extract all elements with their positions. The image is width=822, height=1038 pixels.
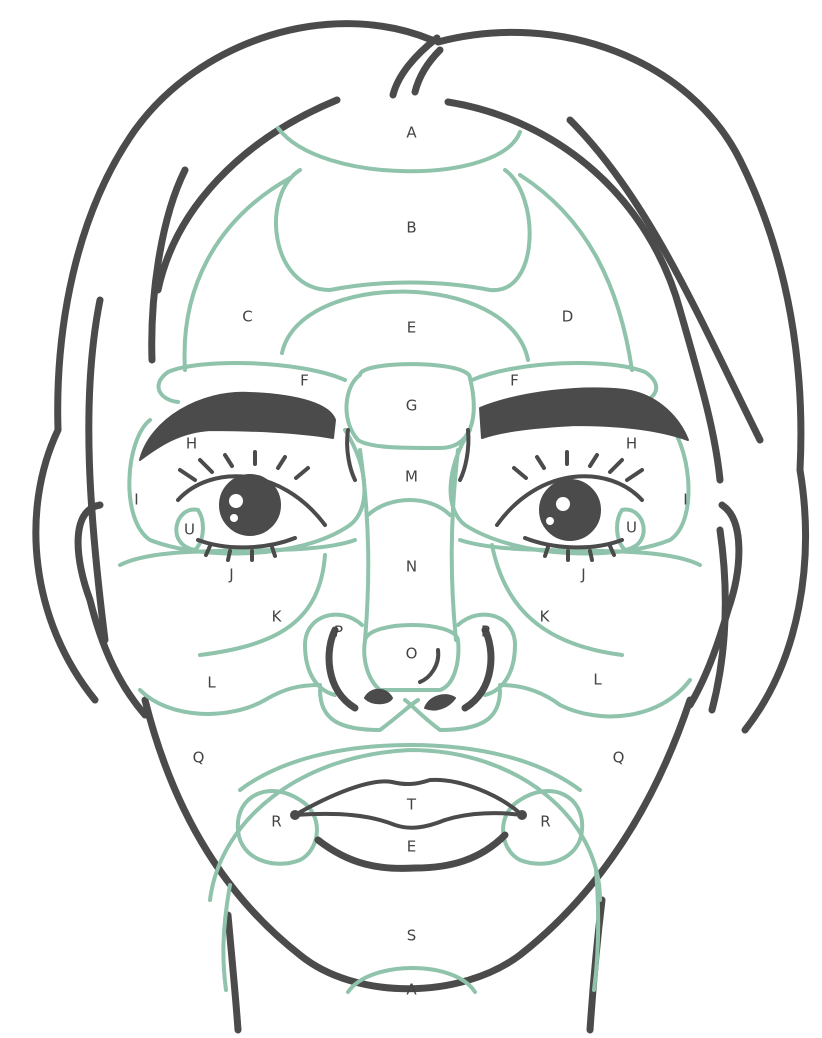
hair-right-outer	[438, 32, 805, 730]
zone-l-left-boundary	[140, 685, 320, 714]
label-zone-jaw-left: Q	[193, 749, 206, 767]
label-zone-brow-left: F	[300, 372, 310, 390]
label-zone-lower-cheek-right: L	[593, 671, 602, 689]
zone-n-left	[360, 450, 368, 640]
eye-right-iris	[540, 480, 600, 540]
zone-a-boundary	[278, 128, 520, 171]
label-zone-outer-eye-right: I	[683, 491, 688, 509]
label-zone-nostril-left: P	[334, 623, 344, 641]
label-zone-nostril-right: P	[481, 623, 491, 641]
label-zone-upper-lip: T	[406, 796, 417, 814]
label-zone-glabella: G	[406, 397, 419, 415]
label-zone-lower-cheek-left: L	[207, 674, 216, 692]
label-zone-nose-bridge: N	[406, 558, 418, 576]
label-zone-jaw-right: Q	[613, 749, 626, 767]
zone-k-right-boundary	[492, 545, 622, 655]
eyebrow-right	[480, 388, 688, 440]
nose-tip-curve	[420, 650, 438, 682]
label-zone-temple-right: D	[562, 308, 575, 326]
label-zone-cheek-right: K	[540, 608, 551, 626]
label-zone-under-eye-left: J	[228, 566, 234, 584]
nostril-right	[425, 695, 455, 709]
label-zone-forehead-lower: E	[407, 319, 417, 337]
label-zone-mouth-corner-left: R	[271, 813, 282, 831]
label-zone-cheek-left: K	[272, 608, 283, 626]
label-zone-nose-bridge-upper: M	[405, 468, 419, 486]
label-zone-temple-left: C	[242, 308, 253, 326]
label-zone-upper-eyelid-right: H	[626, 435, 638, 453]
zone-m-boundary	[368, 500, 450, 515]
mouth-corner-right-dot	[518, 811, 526, 819]
eye-left-lower	[198, 538, 295, 547]
nostril-left	[365, 690, 392, 704]
eye-right-highlight	[556, 497, 570, 511]
lip-line	[295, 813, 522, 828]
neck-left	[228, 915, 238, 1030]
label-zone-forehead-top: A	[406, 124, 417, 142]
eye-right-highlight-small	[546, 517, 554, 525]
hair-fringe-left	[158, 100, 337, 290]
zone-d-boundary	[520, 175, 632, 370]
ear-left	[78, 505, 145, 715]
label-zone-brow-right: F	[510, 372, 520, 390]
zone-b-boundary	[276, 170, 530, 290]
mouth-corner-left-dot	[291, 811, 299, 819]
label-zone-nose-tip: O	[406, 645, 419, 663]
zone-c-boundary	[185, 178, 290, 370]
label-zone-mouth-corner-right: R	[540, 813, 551, 831]
hair-strand-left-2	[89, 300, 105, 640]
label-zone-lower-lip: E	[407, 838, 417, 856]
label-zone-chin-bottom: A	[406, 981, 417, 999]
eye-left-highlight-small	[230, 514, 238, 522]
label-zone-chin: S	[407, 927, 418, 945]
eye-left-iris	[220, 475, 280, 535]
label-zone-inner-corner-left: U	[184, 521, 196, 539]
zone-e-boundary	[282, 292, 528, 360]
label-zone-under-eye-right: J	[580, 566, 586, 584]
label-zone-outer-eye-left: I	[134, 491, 139, 509]
label-zone-forehead-upper: B	[406, 219, 417, 237]
label-zone-inner-corner-right: U	[626, 519, 638, 537]
label-zone-upper-eyelid-left: H	[186, 435, 198, 453]
hair-outline	[36, 24, 806, 1030]
eye-left-highlight	[229, 494, 243, 508]
eyebrow-left	[140, 393, 335, 460]
ear-right	[690, 505, 739, 705]
